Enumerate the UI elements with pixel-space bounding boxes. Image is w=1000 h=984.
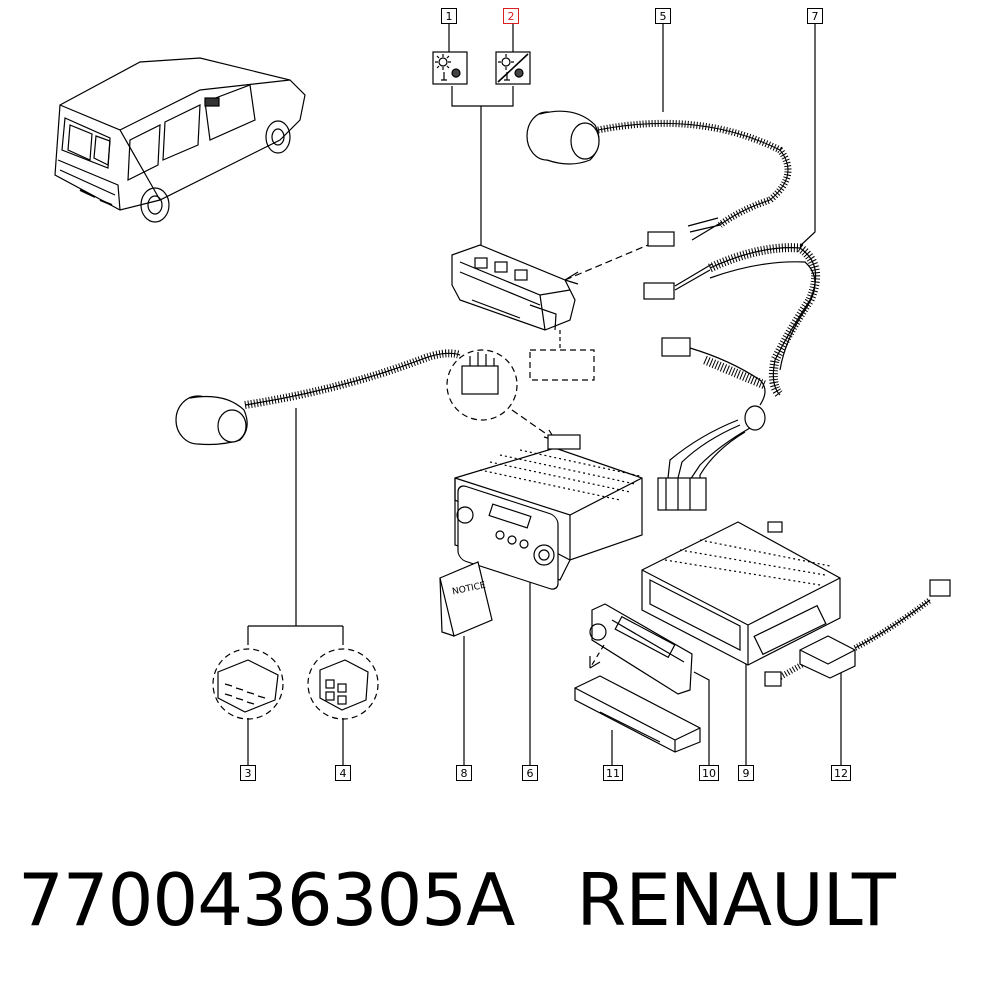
callout-12: 12 (831, 765, 851, 781)
callout-8: 8 (456, 765, 472, 781)
van-illustration (54, 57, 306, 223)
antenna-lead-12 (764, 579, 951, 687)
callout-1: 1 (441, 8, 457, 24)
wiring-harness-7 (643, 243, 821, 511)
leader-lines (247, 24, 842, 765)
sun-icon-crossed-2 (495, 51, 531, 85)
callout-9: 9 (738, 765, 754, 781)
callout-2: 2 (503, 8, 519, 24)
connector-4-circle (307, 648, 379, 720)
callout-3: 3 (240, 765, 256, 781)
front-panel-10 (589, 603, 693, 695)
notice-booklet-8 (439, 561, 493, 637)
dashed-arrow-1 (564, 244, 649, 281)
caption: 7700436305A RENAULT (18, 858, 896, 948)
callout-6: 6 (522, 765, 538, 781)
radio-unit-6 (454, 434, 643, 590)
callout-7: 7 (807, 8, 823, 24)
callout-10: 10 (699, 765, 719, 781)
parts-diagram (54, 24, 951, 765)
panel-case-11 (574, 675, 701, 753)
connector-3 (217, 659, 279, 713)
connector-3-circle (212, 648, 284, 720)
antenna-module (451, 244, 576, 331)
connector-detail-circle (446, 349, 518, 421)
dashed-box (529, 349, 595, 381)
speaker-cable-3-4 (175, 349, 462, 446)
callout-11: 11 (603, 765, 623, 781)
brand-name: RENAULT (576, 858, 896, 942)
callout-5: 5 (655, 8, 671, 24)
sun-icon-1 (432, 51, 468, 85)
part-number: 7700436305A (18, 858, 515, 942)
cd-unit-9 (641, 521, 841, 666)
speaker-cable-5 (526, 110, 792, 247)
connector-4 (319, 659, 369, 711)
callout-4: 4 (335, 765, 351, 781)
